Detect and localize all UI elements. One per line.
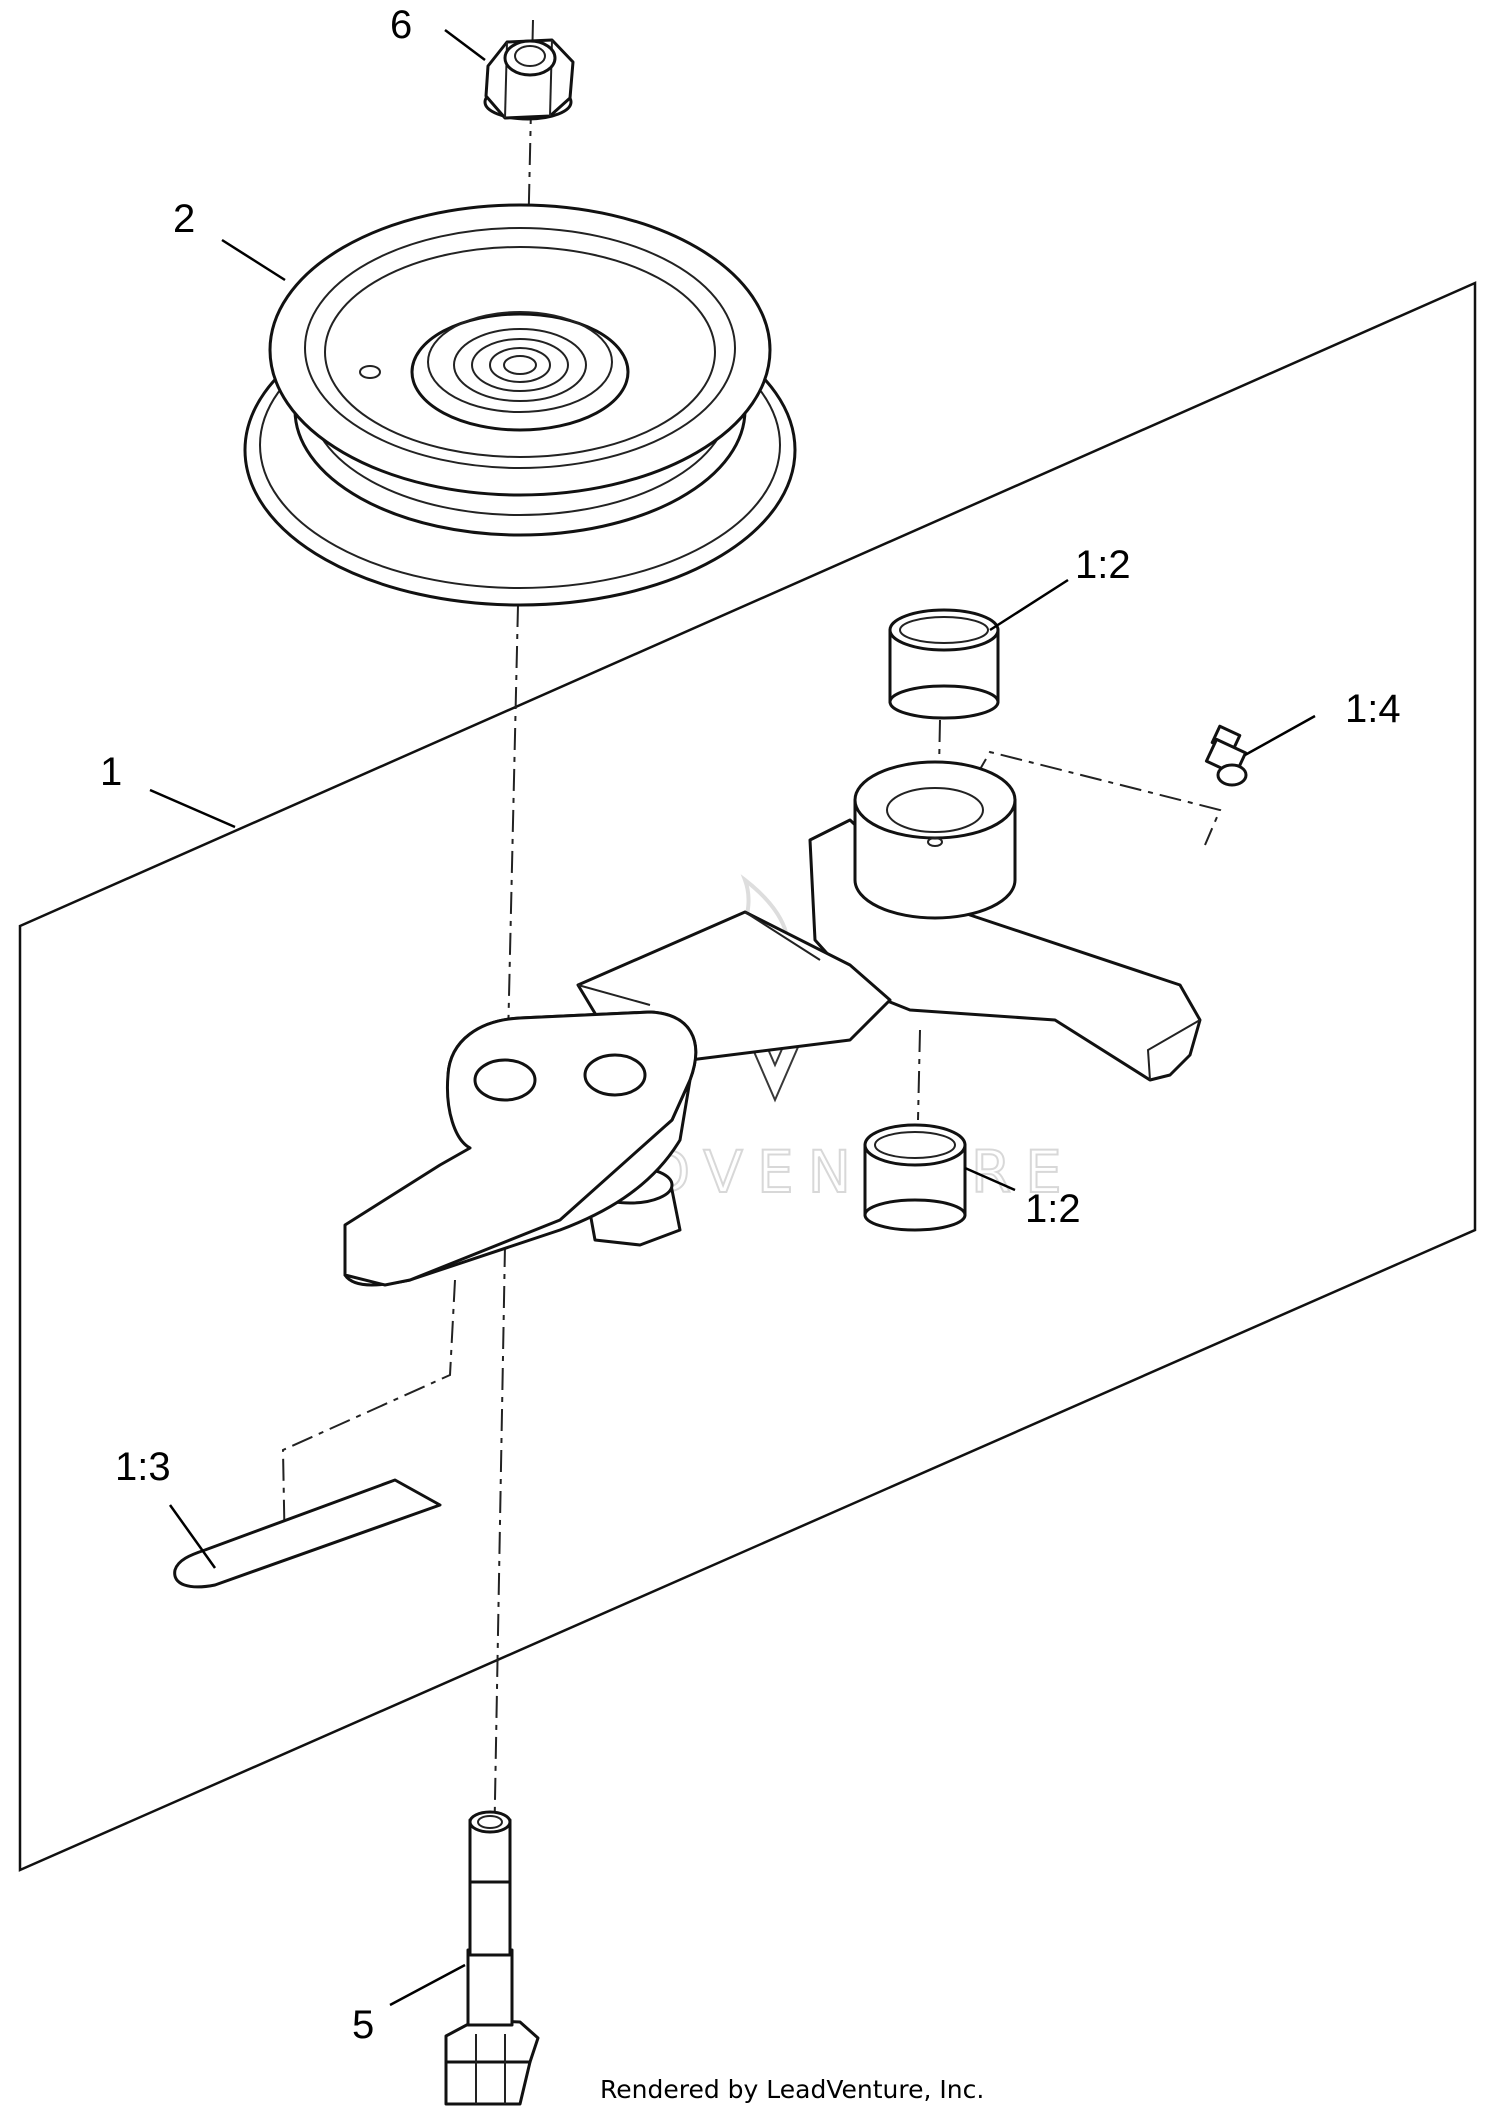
callout-6-leader xyxy=(444,29,486,61)
shoulder-bolt-part xyxy=(444,1810,540,2106)
grease-fitting-leader xyxy=(974,750,1222,846)
callout-1-2-lower-leader xyxy=(964,1166,1016,1192)
callout-2: 2 xyxy=(173,197,195,241)
callout-5-leader xyxy=(389,1963,466,2007)
callout-1-3: 1:3 xyxy=(115,1445,171,1489)
idler-arm-part xyxy=(343,760,1202,1287)
upper-bushing-part xyxy=(888,608,1000,720)
callout-1-2-upper: 1:2 xyxy=(1075,543,1131,587)
callout-1-4: 1:4 xyxy=(1345,687,1401,731)
callout-1: 1 xyxy=(100,750,122,794)
callout-1-4-leader xyxy=(1244,714,1316,757)
callout-1-3-leader xyxy=(168,1504,217,1569)
decal-leader xyxy=(281,1279,456,1561)
grease-fitting-part xyxy=(1204,724,1248,787)
idler-pulley-part xyxy=(243,203,797,607)
flange-nut-part xyxy=(483,38,575,121)
decal-part xyxy=(173,1478,442,1589)
callout-6: 6 xyxy=(390,3,412,47)
callout-1-2-lower: 1:2 xyxy=(1025,1187,1081,1231)
center-axis-lower xyxy=(493,1244,506,1856)
callout-5: 5 xyxy=(352,2003,374,2047)
callout-2-leader xyxy=(221,238,286,282)
arm-pivot-axis xyxy=(917,1029,921,1121)
assembly-plane xyxy=(18,281,1477,1872)
center-axis xyxy=(507,604,519,1041)
render-credit: Rendered by LeadVenture, Inc. xyxy=(600,2075,984,2104)
callout-1-2-upper-leader xyxy=(989,578,1069,632)
callout-1-leader xyxy=(149,788,236,829)
lower-bushing-part xyxy=(863,1123,967,1232)
